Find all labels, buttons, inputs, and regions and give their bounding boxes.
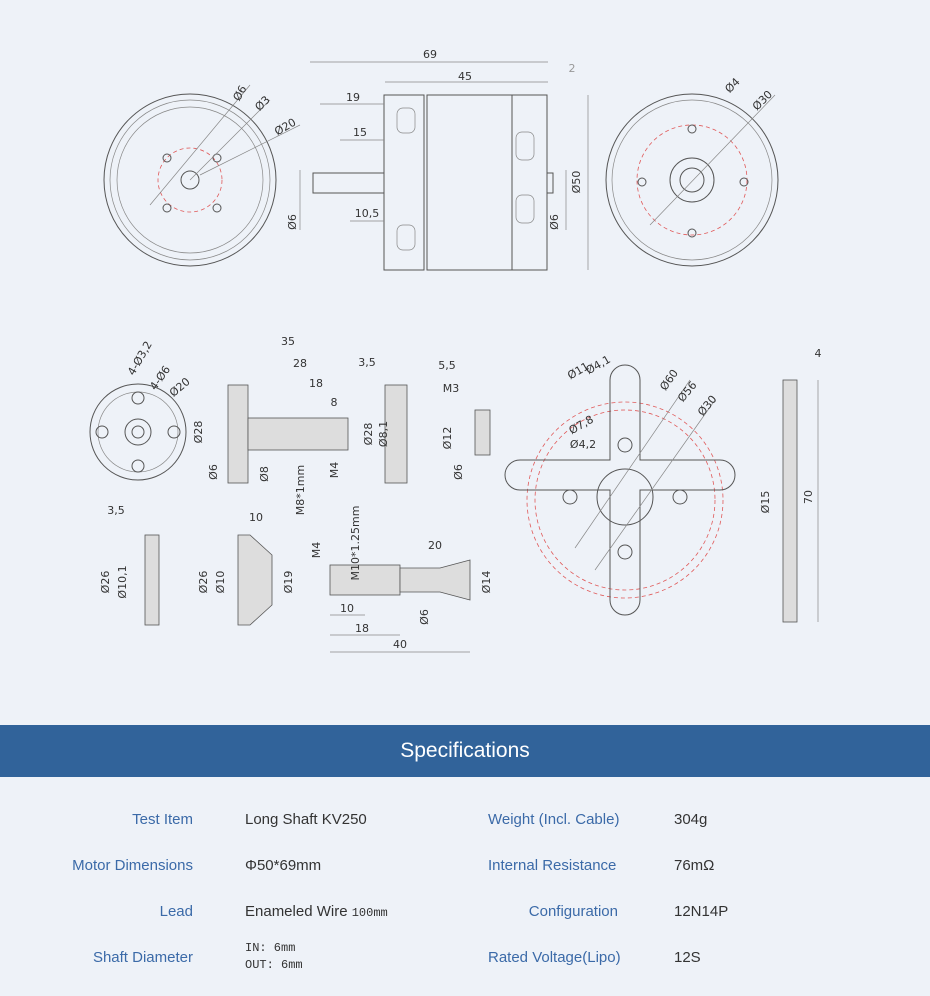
- dimension-label: Ø6: [286, 214, 299, 230]
- spec-label: Rated Voltage(Lipo): [488, 949, 621, 966]
- spec-row: Lead Enameled Wire 100mm Configuration 1…: [0, 897, 930, 927]
- dimension-label: 20: [428, 539, 442, 552]
- dimension-label: Ø10,1: [116, 565, 129, 598]
- spec-value-suffix: 100mm: [351, 906, 388, 920]
- dimension-label: M4: [328, 462, 341, 479]
- dimension-label: 10: [340, 602, 354, 615]
- dimension-label: Ø28: [192, 421, 205, 444]
- dimension-label: 4-Ø3,2: [125, 339, 155, 378]
- dimension-label: 2: [569, 62, 576, 75]
- spec-row: Motor Dimensions Φ50*69mm Internal Resis…: [0, 851, 930, 881]
- dimension-label: 10,5: [355, 207, 380, 220]
- specifications-header: Specifications: [0, 725, 930, 777]
- spec-value: 12S: [674, 949, 701, 966]
- side-view: [299, 61, 589, 271]
- dimension-label: 40: [393, 638, 407, 651]
- dimension-label: Ø7,8: [567, 413, 596, 437]
- spec-value: 76mΩ: [674, 857, 715, 874]
- spec-value-out: OUT: 6mm: [245, 958, 303, 972]
- dimension-label: Ø3: [252, 93, 272, 113]
- parts-views: [89, 364, 819, 623]
- dimension-label: M8*1mm: [294, 465, 307, 515]
- front-end-view: [103, 84, 301, 267]
- dimension-label: Ø60: [657, 367, 681, 393]
- dimension-label: 18: [309, 377, 323, 390]
- dimension-label: Ø26: [197, 571, 210, 594]
- dimension-label: 18: [355, 622, 369, 635]
- bottom-parts-views: [144, 534, 471, 653]
- spec-value: Long Shaft KV250: [245, 811, 367, 828]
- dimension-label: Ø15: [759, 491, 772, 514]
- spec-row: Shaft Diameter IN: 6mm OUT: 6mm Rated Vo…: [0, 941, 930, 973]
- dimension-label: 35: [281, 335, 295, 348]
- dimension-label: Ø20: [272, 116, 298, 139]
- dimension-label: 3,5: [358, 356, 376, 369]
- dimension-label: M4: [310, 542, 323, 559]
- spec-label: Test Item: [132, 811, 193, 828]
- dimension-label: M10*1.25mm: [349, 506, 362, 581]
- dimension-label: Ø4,2: [570, 438, 596, 451]
- dimension-label: 45: [458, 70, 472, 83]
- spec-value: 304g: [674, 811, 708, 828]
- dimension-label: Ø26: [99, 571, 112, 594]
- spec-value: 12N14P: [674, 903, 729, 920]
- spec-value-in: IN: 6mm: [245, 941, 296, 955]
- dimension-label: Ø6: [548, 214, 561, 230]
- spec-label: Lead: [159, 903, 193, 920]
- dimension-label: 19: [346, 91, 360, 104]
- dimension-label: Ø8,1: [377, 421, 390, 447]
- dimension-label: Ø20: [167, 375, 193, 400]
- dimension-label: Ø14: [480, 571, 493, 594]
- dimension-label: M3: [443, 382, 460, 395]
- dimension-label: Ø12: [441, 427, 454, 450]
- dimension-label: 69: [423, 48, 437, 61]
- spec-value: Φ50*69mm: [245, 857, 322, 874]
- spec-label: Configuration: [528, 903, 618, 920]
- dimension-label: 28: [293, 357, 307, 370]
- spec-label: Shaft Diameter: [92, 949, 193, 966]
- dimension-label: Ø56: [675, 379, 700, 405]
- dimension-label: Ø10: [214, 571, 227, 594]
- specifications-table: Test Item Long Shaft KV250 Weight (Incl.…: [0, 795, 930, 985]
- dimension-label: Ø4: [722, 75, 742, 95]
- spec-label: Weight (Incl. Cable): [488, 811, 620, 828]
- dimension-label: 8: [331, 396, 338, 409]
- dimension-label: 4: [815, 347, 822, 360]
- spec-label: Motor Dimensions: [72, 857, 193, 874]
- dimension-label: Ø6: [207, 464, 220, 480]
- dimension-label: Ø30: [695, 393, 720, 419]
- dimension-label: Ø50: [570, 171, 583, 194]
- dimension-label: Ø6: [418, 609, 431, 625]
- spec-label: Internal Resistance: [488, 857, 617, 874]
- dimension-label: Ø6: [230, 83, 249, 103]
- dimension-label: Ø8: [258, 466, 271, 482]
- dimension-label: 70: [802, 490, 815, 504]
- dimension-label: 10: [249, 511, 263, 524]
- dimension-label: 15: [353, 126, 367, 139]
- motor-technical-drawing: 69452191510,5Ø6Ø50Ø6Ø6Ø3Ø20Ø4Ø304-Ø3,24-…: [89, 48, 822, 653]
- dimension-label: Ø6: [452, 464, 465, 480]
- dimension-label: 3,5: [107, 504, 125, 517]
- rear-end-view: [605, 93, 779, 267]
- spec-row: Test Item Long Shaft KV250 Weight (Incl.…: [0, 805, 930, 835]
- spec-value: Enameled Wire: [245, 903, 348, 920]
- dimension-label: 5,5: [438, 359, 456, 372]
- dimension-labels: 69452191510,5Ø6Ø50Ø6Ø6Ø3Ø20Ø4Ø304-Ø3,24-…: [99, 48, 822, 651]
- dimension-label: Ø30: [750, 88, 775, 113]
- dimension-label: Ø28: [362, 423, 375, 446]
- dimension-label: Ø19: [282, 571, 295, 594]
- dimension-label: Ø4,1: [584, 353, 613, 377]
